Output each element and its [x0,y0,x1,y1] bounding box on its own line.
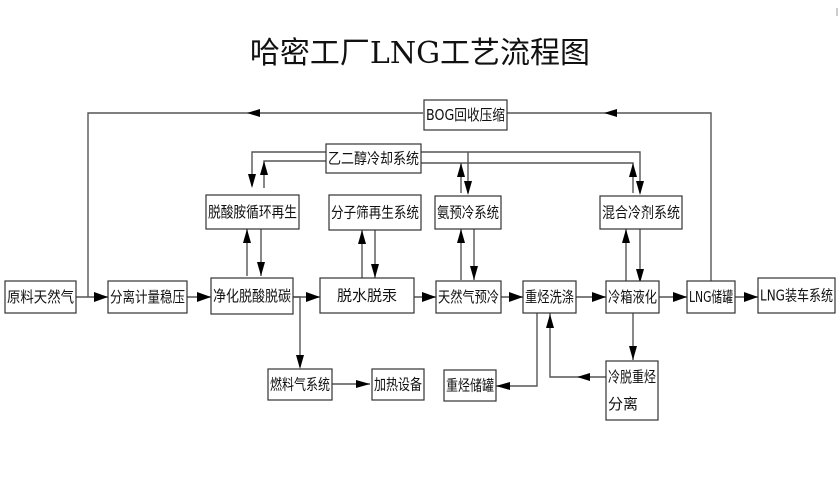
node-mixed-refrigerant[interactable]: 混合冷剂系统 [599,195,683,230]
edge-lngtank-to-bog [507,112,712,286]
arrowhead [422,292,436,302]
edge-mixed-ammonia-to-glycol [421,162,634,193]
edge-amine-to-glycol [263,160,326,188]
arrowhead [356,380,370,388]
node-label: 重烃洗涤 [525,288,574,306]
node-ammonia-precool[interactable]: 氨预冷系统 [434,195,502,230]
node-purification-decarb[interactable]: 净化脱酸脱碳 [210,277,294,315]
arrowhead [496,382,510,390]
node-label: 加热设备 [374,376,422,394]
arrowhead [604,109,617,117]
arrowhead [577,373,590,381]
node-label: 分子筛再生系统 [331,204,419,222]
node-label: 净化脱酸脱碳 [213,287,291,305]
edge-mark [836,8,838,16]
arrowhead [306,292,320,302]
edge-coldsep-to-wash [549,313,606,378]
node-amine-regen[interactable]: 脱酸胺循环再生 [205,194,300,230]
node-gas-precooling[interactable]: 天然气预冷 [435,280,502,314]
arrowhead [744,292,758,302]
node-feed-gas[interactable]: 原料天然气 [4,280,77,314]
node-bog-recovery[interactable]: BOG回收压缩 [423,99,508,131]
arrowhead [94,292,108,302]
node-heavy-hc-storage[interactable]: 重烃储罐 [443,369,497,402]
node-fuel-gas[interactable]: 燃料气系统 [267,368,333,401]
arrowhead [509,292,523,302]
edge-purification-to-fuel [293,296,301,367]
arrowhead [622,229,630,243]
arrowhead [358,230,366,244]
node-separation-metering[interactable]: 分离计量稳压 [107,280,188,314]
arrowhead [257,262,265,276]
diagram-title: 哈密工厂LNG工艺流程图 [249,36,591,71]
node-coldbox-liquefaction[interactable]: 冷箱液化 [605,280,660,314]
node-lng-loading[interactable]: LNG装车系统 [757,277,836,314]
node-label: 混合冷剂系统 [602,204,680,222]
node-label: 脱水脱汞 [337,287,397,305]
arrowhead [260,161,268,175]
node-label: BOG回收压缩 [426,106,505,124]
node-label: 重烃储罐 [446,377,494,395]
node-cold-heavy-hc-separation[interactable]: 冷脱重烃 分离 [605,360,659,421]
arrowhead [371,264,379,278]
edge-bog-to-feed [87,112,423,297]
arrowhead [457,163,465,177]
node-lng-tank[interactable]: LNG储罐 [686,280,736,314]
node-label: 分离计量稳压 [110,288,185,306]
node-glycol-cooling[interactable]: 乙二醇冷却系统 [325,143,422,174]
node-heavy-hc-wash[interactable]: 重烃洗涤 [522,280,577,314]
node-label: LNG装车系统 [760,287,833,305]
node-label: 天然气预冷 [438,288,499,306]
node-label: 原料天然气 [7,288,74,306]
arrowhead [636,181,644,195]
arrowhead [243,229,251,243]
node-label-line1: 冷脱重烃 [608,368,656,386]
node-label-line2: 分离 [608,395,638,413]
node-label: 冷箱液化 [608,288,657,306]
node-label: 乙二醇冷却系统 [328,150,419,168]
node-label: 燃料气系统 [270,376,330,394]
arrowhead [673,292,687,302]
edge-glycol-to-mixed [421,151,641,193]
arrowhead [470,266,478,280]
arrowhead [629,163,637,177]
node-dehydration-mercury[interactable]: 脱水脱汞 [319,277,415,314]
node-label: 氨预冷系统 [437,204,499,222]
connectors [76,109,758,390]
node-label: 脱酸胺循环再生 [208,203,297,221]
node-molsieve-regen[interactable]: 分子筛再生系统 [328,194,422,231]
arrowhead [629,346,637,360]
arrowhead [546,314,554,328]
node-heating-equipment[interactable]: 加热设备 [371,368,425,401]
arrowhead [197,292,211,302]
node-label: LNG储罐 [689,288,733,306]
arrowhead [464,181,472,195]
arrowhead [636,269,644,283]
edge-wash-to-storage [496,313,538,387]
arrowhead [296,355,304,369]
arrowhead [457,229,465,243]
arrowhead [248,174,256,188]
arrowhead [247,109,260,117]
arrowhead [592,292,606,302]
